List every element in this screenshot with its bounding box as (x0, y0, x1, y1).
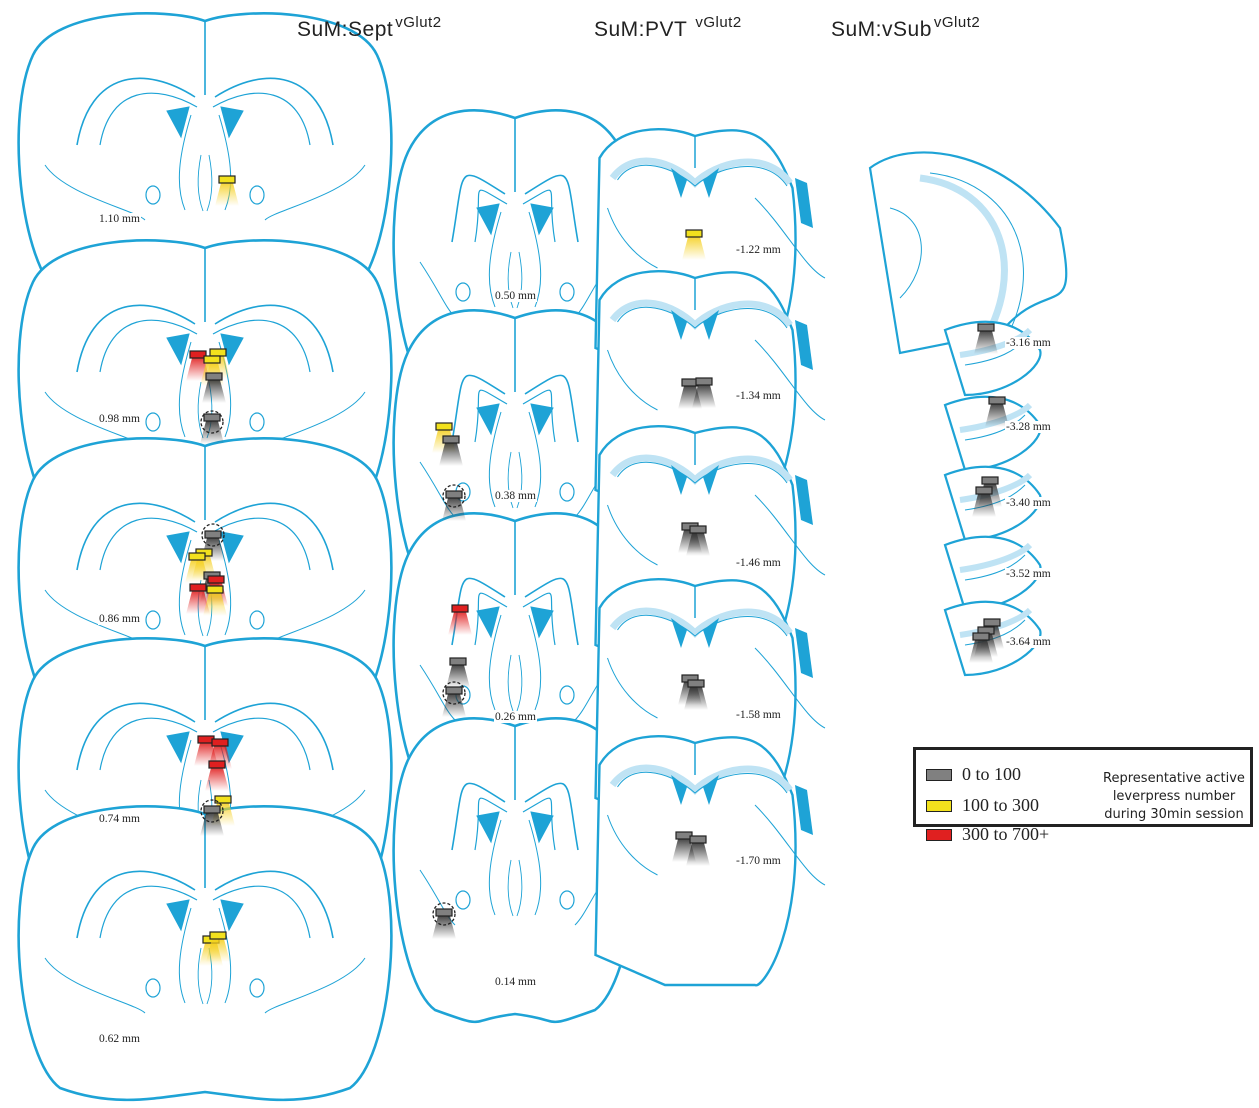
level-label: 0.86 mm (98, 613, 141, 625)
fiber-tip (982, 477, 998, 484)
fiber-tip (212, 739, 228, 746)
fiber-tip (204, 356, 220, 363)
level-label: -1.58 mm (735, 709, 782, 721)
level-label: 1.10 mm (98, 213, 141, 225)
level-label: 0.14 mm (494, 976, 537, 988)
fiber-tip (436, 423, 452, 430)
level-label: -1.22 mm (735, 244, 782, 256)
fiber-tip (205, 531, 221, 538)
fiber-tip (973, 633, 989, 640)
coronal-section (945, 322, 1040, 395)
level-label: -3.28 mm (1005, 421, 1052, 433)
lateral-ventricle (795, 320, 813, 370)
level-label: 0.74 mm (98, 813, 141, 825)
legend-swatch-red (926, 829, 952, 841)
fiber-tip (690, 836, 706, 843)
level-label: 0.26 mm (494, 711, 537, 723)
level-label: -3.64 mm (1005, 636, 1052, 648)
fiber-tip (696, 378, 712, 385)
column-header-vsub: SuM:vSubvGlut2 (831, 14, 980, 42)
level-label: -3.40 mm (1005, 497, 1052, 509)
fiber-tip (443, 436, 459, 443)
level-label: 0.50 mm (494, 290, 537, 302)
fiber-tip (219, 176, 235, 183)
legend-label: 0 to 100 (962, 764, 1021, 785)
level-label: -1.46 mm (735, 557, 782, 569)
fiber-tip (984, 619, 1000, 626)
fiber-tip (978, 324, 994, 331)
legend-swatch-yellow (926, 800, 952, 812)
legend: 0 to 100 100 to 300 300 to 700+ Represen… (913, 747, 1253, 827)
fiber-tip (452, 605, 468, 612)
column-header-sept: SuM:SeptvGlut2 (297, 14, 442, 42)
level-label: 0.62 mm (98, 1033, 141, 1045)
fiber-tip (190, 584, 206, 591)
fiber-tip (204, 806, 220, 813)
fiber-tip (204, 414, 220, 421)
legend-label: 100 to 300 (962, 795, 1039, 816)
fiber-tip (688, 680, 704, 687)
lateral-ventricle (795, 475, 813, 525)
column-header-pvt: SuM:PVT vGlut2 (594, 14, 742, 42)
fiber-tip (208, 576, 224, 583)
fiber-tip (210, 349, 226, 356)
fiber-tip (450, 658, 466, 665)
fiber-tip (207, 586, 223, 593)
legend-note: Representative active leverpress number … (1094, 770, 1254, 824)
lateral-ventricle (795, 628, 813, 678)
fiber-tip (446, 491, 462, 498)
fiber-tip (209, 761, 225, 768)
fiber-tip (206, 373, 222, 380)
fiber-tip (690, 526, 706, 533)
level-label: -1.70 mm (735, 855, 782, 867)
fiber-tip (446, 687, 462, 694)
legend-swatch-gray (926, 769, 952, 781)
level-label: -1.34 mm (735, 390, 782, 402)
fiber-tip (210, 932, 226, 939)
fiber-tip (436, 909, 452, 916)
level-label: -3.52 mm (1005, 568, 1052, 580)
fiber-tip (686, 230, 702, 237)
fiber-tip (989, 397, 1005, 404)
fiber-tip (189, 553, 205, 560)
lateral-ventricle (795, 178, 813, 228)
legend-label: 300 to 700+ (962, 824, 1049, 845)
level-label: -3.16 mm (1005, 337, 1052, 349)
fiber-tip (976, 487, 992, 494)
level-label: 0.98 mm (98, 413, 141, 425)
coronal-section (596, 736, 826, 985)
lateral-ventricle (795, 785, 813, 835)
level-label: 0.38 mm (494, 490, 537, 502)
